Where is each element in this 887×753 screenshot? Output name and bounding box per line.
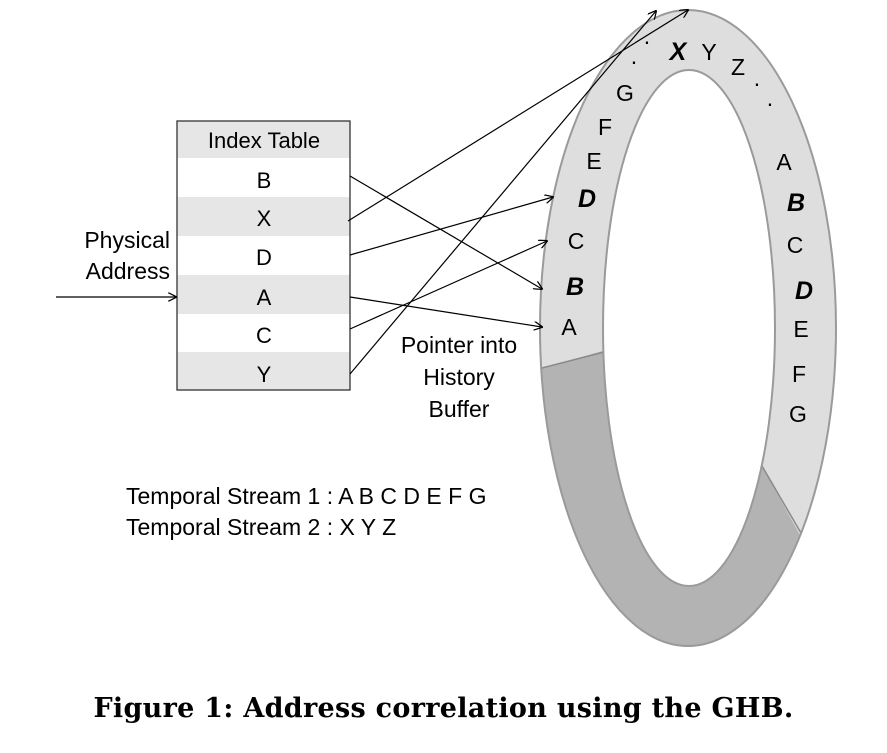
table-row: B (257, 168, 272, 193)
ring-entry: D (795, 277, 813, 305)
index-table: Index Table B X D A C Y (176, 120, 351, 391)
ring-divider-left (541, 351, 605, 369)
table-row: A (257, 285, 272, 310)
pointer-label: Pointer into History Buffer (401, 332, 517, 422)
table-row-bg (177, 352, 350, 390)
ring-entry: C (568, 228, 585, 254)
temporal-streams: Temporal Stream 1 : A B C D E F G Tempor… (126, 483, 486, 540)
pointer-label-line2: History (423, 364, 495, 390)
ring-entry: F (598, 114, 612, 140)
ring-entry: A (561, 314, 577, 340)
pointer-label-line3: Buffer (429, 396, 490, 422)
table-row: D (256, 245, 272, 270)
pointer-arrow-c (349, 241, 547, 330)
pointer-label-line1: Pointer into (401, 332, 517, 358)
ring-entry: Y (701, 39, 716, 65)
table-border (176, 120, 351, 391)
table-title: Index Table (208, 128, 320, 153)
table-row-bg (177, 158, 350, 197)
table-row: Y (257, 362, 272, 387)
ring-entry: D (578, 185, 596, 213)
physical-address-input: Physical Address (56, 227, 176, 297)
pointer-arrow-a (349, 296, 542, 327)
ring-entry: . (767, 85, 773, 111)
ring-entry: Z (731, 54, 745, 80)
input-label-line1: Physical (84, 227, 170, 253)
pointer-arrow-x (347, 10, 688, 222)
table-row-bg (177, 314, 350, 352)
pointer-arrows (347, 10, 688, 375)
ring-entry: F (792, 361, 806, 387)
table-header-bg (177, 121, 350, 158)
ring-entry: . (754, 65, 760, 91)
ring-entry: B (787, 189, 805, 217)
ring-entry: . (631, 43, 637, 69)
temporal-stream-1: Temporal Stream 1 : A B C D E F G (126, 483, 486, 509)
figure-caption: Figure 1: Address correlation using the … (93, 693, 794, 724)
pointer-arrow-y (349, 11, 656, 375)
history-buffer-ring (539, 9, 837, 647)
ring-divider-right (761, 465, 802, 534)
table-row-bg (177, 275, 350, 314)
input-label-line2: Address (86, 258, 170, 284)
ring-entry: G (616, 80, 634, 106)
temporal-stream-2: Temporal Stream 2 : X Y Z (126, 514, 396, 540)
pointer-arrow-d (349, 197, 553, 256)
table-row: C (256, 323, 272, 348)
ring-entry: C (787, 232, 804, 258)
table-row: X (257, 206, 272, 231)
ghb-diagram: A B C D E F G . . X Y Z . . A B C D E F … (56, 0, 837, 647)
ring-entry: A (776, 149, 792, 175)
ring-entry: G (789, 401, 807, 427)
ring-entry: B (566, 273, 584, 301)
ring-entry: X (668, 38, 688, 66)
ring-entry: E (586, 148, 601, 174)
ring-entries: A B C D E F G . . X Y Z . . A B C D E F … (561, 23, 813, 427)
ring-entry: E (793, 316, 808, 342)
table-row-bg (177, 236, 350, 275)
table-row-bg (177, 197, 350, 236)
ring-inner-edge (602, 69, 776, 587)
pointer-arrow-b (349, 175, 542, 289)
